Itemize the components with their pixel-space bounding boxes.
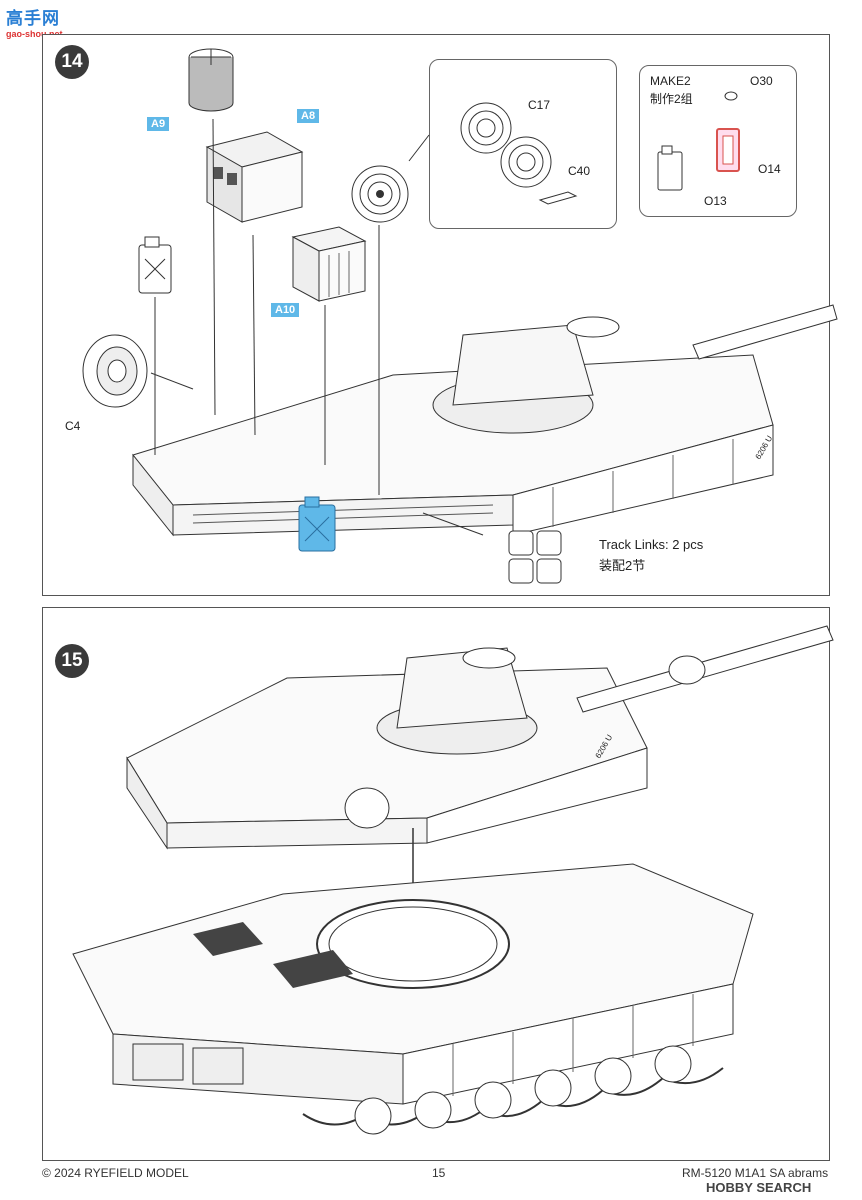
tag-a9: A9 bbox=[147, 117, 170, 131]
step-14-badge: 14 bbox=[55, 45, 89, 79]
part-track-links bbox=[508, 530, 562, 584]
label-c40: C40 bbox=[568, 164, 591, 178]
assembly-guide-lines-14 bbox=[150, 118, 484, 536]
part-a10-box bbox=[291, 226, 367, 302]
tag-a8: A8 bbox=[297, 109, 320, 123]
part-o13-can bbox=[657, 145, 683, 191]
tag-a10: A10 bbox=[271, 303, 300, 317]
step-15-panel: 15 6206 U bbox=[42, 607, 834, 1161]
label-make2-cn: 制作2组 bbox=[650, 92, 693, 106]
label-o13: O13 bbox=[704, 194, 727, 208]
part-c4-wheel bbox=[82, 334, 148, 408]
label-track-links-cn: 装配2节 bbox=[599, 558, 646, 573]
hobby-search-watermark: HOBBY SEARCH bbox=[706, 1180, 811, 1195]
part-a8-storage-box bbox=[205, 131, 304, 223]
detail-box-make2: MAKE2 制作2组 O30 O14 O13 bbox=[639, 65, 797, 217]
hobby-search-text: HOBBY SEARCH bbox=[706, 1180, 812, 1195]
label-c4: C4 bbox=[65, 419, 81, 433]
part-a9-drum bbox=[188, 48, 234, 112]
footer-copyright: © 2024 RYEFIELD MODEL bbox=[42, 1166, 189, 1180]
label-c17: C17 bbox=[528, 98, 551, 112]
c17-drum-b bbox=[500, 136, 552, 188]
tank-lower-hull bbox=[72, 863, 754, 1135]
tank-upper-assembly bbox=[126, 625, 834, 850]
tank-rear-view-step14 bbox=[132, 304, 838, 537]
site-watermark: 高手网 gao-shou.net bbox=[6, 4, 63, 39]
part-o14-red-frame bbox=[716, 128, 740, 172]
detail-box-c17: C17 C40 bbox=[429, 59, 617, 229]
part-o30 bbox=[724, 91, 738, 101]
c40-part bbox=[538, 191, 578, 205]
part-jerry-can bbox=[138, 236, 172, 294]
watermark-text: 高手网 bbox=[6, 9, 60, 28]
footer-page-number: 15 bbox=[432, 1166, 446, 1180]
step-14-panel: 14 A9 A8 A10 C4 bbox=[42, 34, 838, 596]
jerry-can-blue bbox=[298, 496, 336, 552]
label-track-links: Track Links: 2 pcs bbox=[599, 537, 704, 552]
label-o30: O30 bbox=[750, 74, 773, 88]
part-c17-drum bbox=[351, 165, 409, 223]
label-o14: O14 bbox=[758, 162, 781, 176]
footer-product: RM-5120 M1A1 SA abrams bbox=[682, 1166, 829, 1180]
c17-drum-a bbox=[460, 102, 512, 154]
watermark-url: gao-shou.net bbox=[6, 29, 63, 39]
step-15-badge: 15 bbox=[55, 644, 89, 678]
label-make2: MAKE2 bbox=[650, 74, 691, 88]
